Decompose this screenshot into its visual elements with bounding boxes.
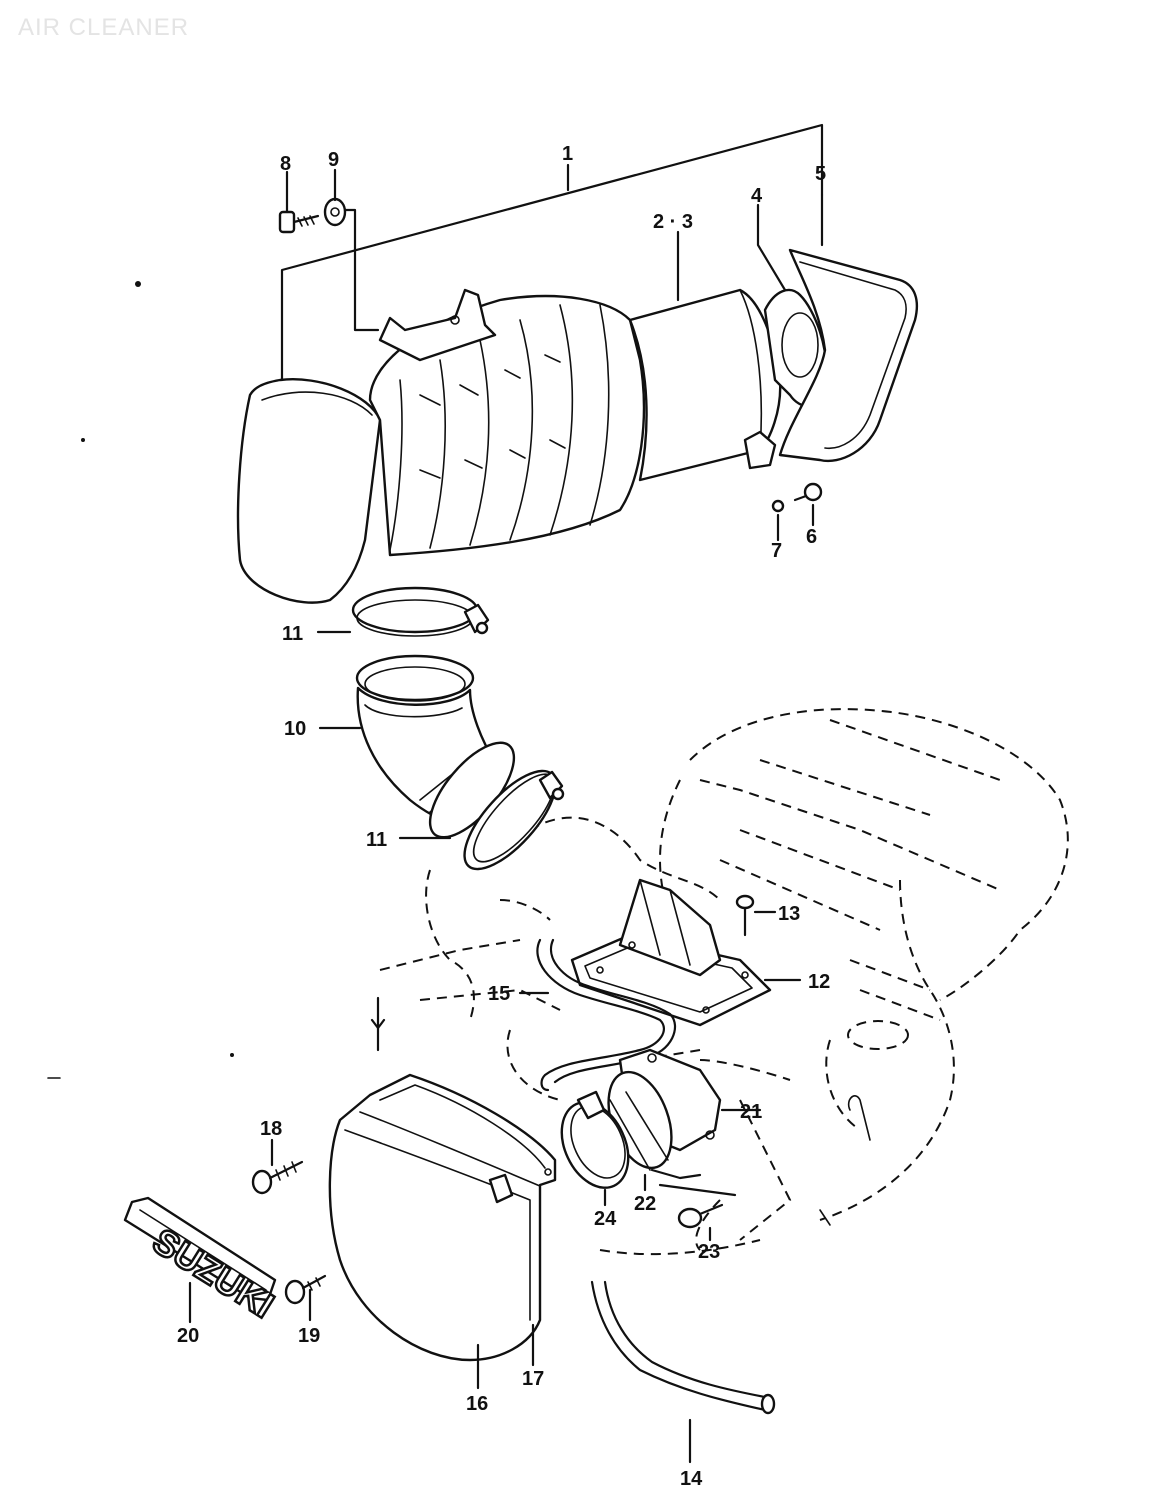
- drain-hose-14: [590, 1280, 776, 1415]
- bolt-19: [284, 1274, 327, 1305]
- hose-15: [536, 938, 676, 1092]
- label-2-3: 2 · 3: [653, 211, 693, 233]
- label-9: 9: [328, 149, 339, 171]
- part-labels: 1 2 · 3 4 5 6 7 8 9 10 11 11 12 13 14 15…: [177, 143, 830, 1490]
- nut-9: [323, 197, 347, 227]
- leader-lines: [188, 123, 824, 1464]
- bolt-8: [278, 210, 320, 234]
- label-23: 23: [698, 1241, 720, 1263]
- label-6: 6: [806, 526, 817, 548]
- label-11-top: 11: [282, 623, 303, 645]
- label-18: 18: [260, 1118, 282, 1140]
- label-24: 24: [594, 1208, 617, 1230]
- label-1: 1: [562, 143, 573, 165]
- cleaner-cover: [328, 1073, 557, 1362]
- label-4: 4: [751, 185, 763, 207]
- carb-joint: [560, 1048, 722, 1189]
- label-20: 20: [177, 1325, 199, 1347]
- label-13: 13: [778, 903, 800, 925]
- label-21: 21: [740, 1101, 762, 1123]
- clamp-11-top: [351, 586, 490, 637]
- bolt-18: [251, 1160, 304, 1195]
- label-22: 22: [634, 1193, 656, 1215]
- clamp-11-bottom: [463, 769, 565, 871]
- air-cleaner-box: [236, 248, 919, 604]
- engine-outline: [379, 708, 1069, 1256]
- page-title: AIR CLEANER: [18, 14, 190, 41]
- label-17: 17: [522, 1368, 544, 1390]
- label-15: 15: [488, 983, 510, 1005]
- label-11-bottom: 11: [366, 829, 387, 851]
- label-16: 16: [466, 1393, 488, 1415]
- stray-dot: [135, 281, 141, 287]
- label-12: 12: [808, 971, 830, 993]
- screw-23: [677, 1203, 724, 1229]
- label-10: 10: [284, 718, 306, 740]
- stray-dot: [230, 1053, 234, 1057]
- boot-10: [355, 654, 516, 839]
- label-7: 7: [771, 540, 782, 562]
- suzuki-emblem-20: SUZUKI: [123, 1196, 282, 1327]
- label-14: 14: [680, 1468, 703, 1490]
- label-5: 5: [815, 163, 826, 185]
- stray-dot: [81, 438, 85, 442]
- screw-13: [735, 894, 755, 937]
- intake-duct-12: [570, 878, 772, 1027]
- label-19: 19: [298, 1325, 320, 1347]
- label-8: 8: [280, 153, 291, 175]
